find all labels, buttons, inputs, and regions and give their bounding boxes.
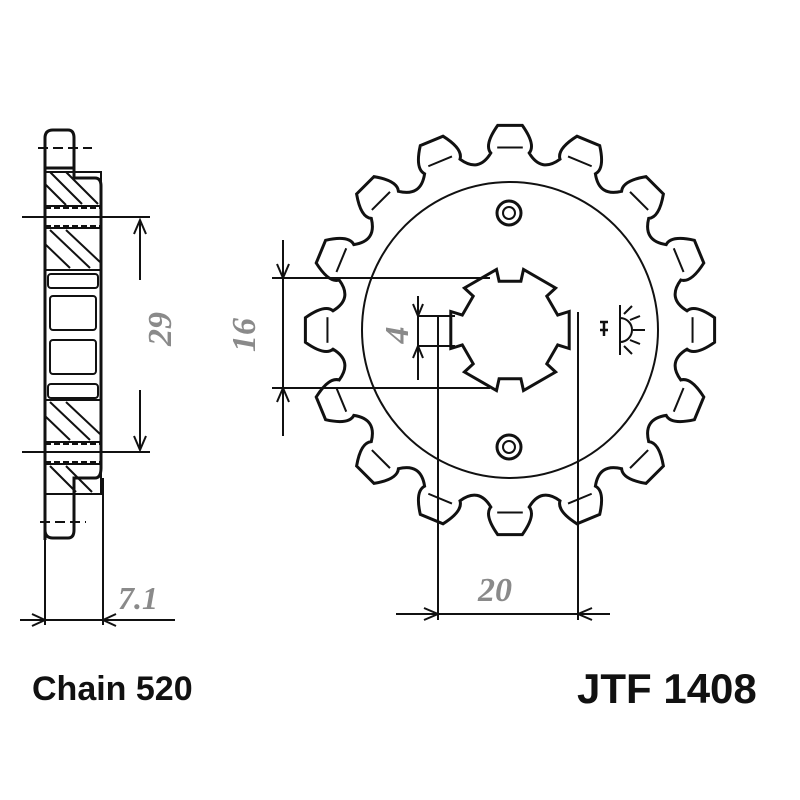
sun-mark-icon (600, 305, 645, 355)
chain-size-label: Chain 520 (32, 670, 193, 708)
part-number-label: JTF 1408 (577, 665, 757, 712)
spline-bore (449, 267, 571, 393)
dimension-thickness: 7.1 (118, 580, 158, 616)
dimension-bore-width: 20 (478, 572, 512, 609)
mounting-hole-bottom (495, 433, 523, 461)
dimension-spline-key: 4 (379, 326, 416, 344)
sprocket-side-view (20, 128, 175, 627)
sprocket-outline (303, 123, 717, 537)
sprocket-front-view (272, 123, 717, 621)
mounting-hole-top (495, 199, 523, 227)
dimension-spline-outer: 16 (226, 318, 263, 352)
dimension-bolt-spacing: 29 (142, 312, 179, 346)
